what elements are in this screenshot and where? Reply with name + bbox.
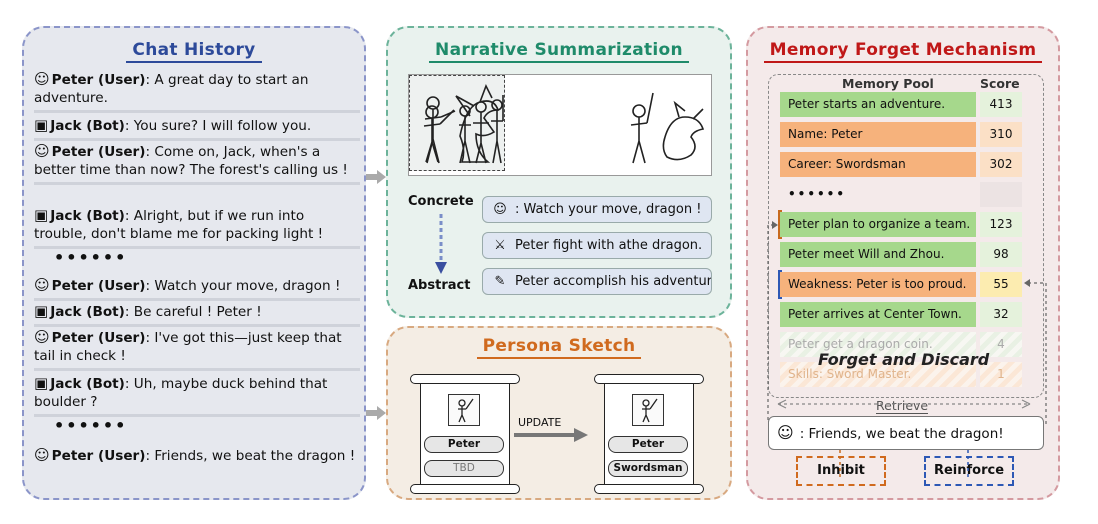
update-arrow-icon bbox=[514, 428, 588, 442]
narrative-item-abstract: ✎Peter accomplish his adventure. bbox=[482, 268, 712, 295]
narrative-item-middle: ⚔Peter fight with athe dragon. bbox=[482, 232, 712, 259]
chat-message: ▣Jack (Bot): Uh, maybe duck behind that … bbox=[34, 374, 360, 417]
chat-message: ☺Peter (User): Friends, we beat the drag… bbox=[34, 446, 360, 465]
robot-icon: ▣ bbox=[34, 206, 49, 224]
user-icon: ☺ bbox=[34, 446, 50, 464]
chat-message: ☺Peter (User): Watch your move, dragon ! bbox=[34, 276, 360, 301]
story-illustration bbox=[408, 74, 712, 176]
user-icon: ☺ bbox=[34, 328, 50, 346]
document-icon: ✎ bbox=[494, 274, 506, 289]
knight-portrait-icon bbox=[632, 394, 664, 426]
update-label: UPDATE bbox=[518, 416, 562, 429]
score-header: Score bbox=[980, 76, 1020, 91]
chat-message: ☺Peter (User): A great day to start an a… bbox=[34, 70, 360, 113]
memory-title: Memory Forget Mechanism bbox=[748, 40, 1058, 63]
persona-career-tag: TBD bbox=[424, 460, 504, 477]
persona-title: Persona Sketch bbox=[388, 336, 730, 359]
concrete-to-abstract-arrow-icon bbox=[435, 214, 447, 274]
knight-portrait-icon bbox=[448, 394, 480, 426]
chat-message: ☺Peter (User): I've got this—just keep t… bbox=[34, 328, 360, 371]
party-illustration-icon bbox=[424, 95, 504, 164]
user-icon: ☺ bbox=[34, 276, 50, 294]
inhibit-box: Inhibit bbox=[796, 456, 886, 486]
forget-discard-label: Forget and Discard bbox=[818, 350, 990, 369]
robot-icon: ▣ bbox=[34, 374, 49, 392]
memory-pool-header: Memory Pool bbox=[842, 76, 934, 91]
persona-scroll-after: Peter Swordsman bbox=[594, 372, 704, 496]
knight-dragon-illustration-icon bbox=[630, 92, 705, 164]
concrete-label: Concrete bbox=[408, 194, 474, 209]
chat-message: ☺Peter (User): Come on, Jack, when's a b… bbox=[34, 142, 360, 185]
user-icon: ☺ bbox=[777, 423, 794, 442]
narrative-item-concrete: ☺: Watch your move, dragon ! bbox=[482, 196, 712, 223]
chat-history-panel: Chat History ☺Peter (User): A great day … bbox=[22, 26, 366, 500]
persona-career-tag: Swordsman bbox=[608, 460, 688, 477]
user-icon: ☺ bbox=[34, 70, 50, 88]
battle-thumbnail-icon: ⚔ bbox=[494, 238, 506, 253]
user-icon: ☺ bbox=[34, 142, 50, 160]
persona-name-tag: Peter bbox=[424, 436, 504, 453]
retrieve-label: Retrieve bbox=[876, 398, 929, 414]
narrative-summarization-panel: Narrative Summarization bbox=[386, 26, 732, 318]
persona-sketch-panel: Persona Sketch Peter TBD UPDATE Peter Sw… bbox=[386, 326, 732, 500]
user-icon: ☺ bbox=[493, 202, 507, 217]
chat-message: ▣Jack (Bot): Alright, but if we run into… bbox=[34, 206, 360, 249]
robot-icon: ▣ bbox=[34, 116, 49, 134]
chat-message: ▣Jack (Bot): You sure? I will follow you… bbox=[34, 116, 360, 141]
robot-icon: ▣ bbox=[34, 302, 49, 320]
memory-forget-panel: Memory Forget Mechanism Memory Pool Scor… bbox=[746, 26, 1060, 500]
arrow-to-persona-icon bbox=[366, 406, 386, 420]
retrieval-query: ☺: Friends, we beat the dragon! bbox=[768, 416, 1044, 450]
abstract-label: Abstract bbox=[408, 278, 471, 293]
narrative-title: Narrative Summarization bbox=[388, 40, 730, 63]
chat-ellipsis: •••••• bbox=[54, 248, 128, 267]
arrow-to-narrative-icon bbox=[366, 170, 386, 184]
chat-ellipsis: •••••• bbox=[54, 416, 128, 435]
reinforce-box: Reinforce bbox=[924, 456, 1014, 486]
chat-message: ▣Jack (Bot): Be careful ! Peter ! bbox=[34, 302, 360, 327]
persona-name-tag: Peter bbox=[608, 436, 688, 453]
persona-scroll-before: Peter TBD bbox=[410, 372, 520, 496]
chat-history-title: Chat History bbox=[24, 40, 364, 63]
